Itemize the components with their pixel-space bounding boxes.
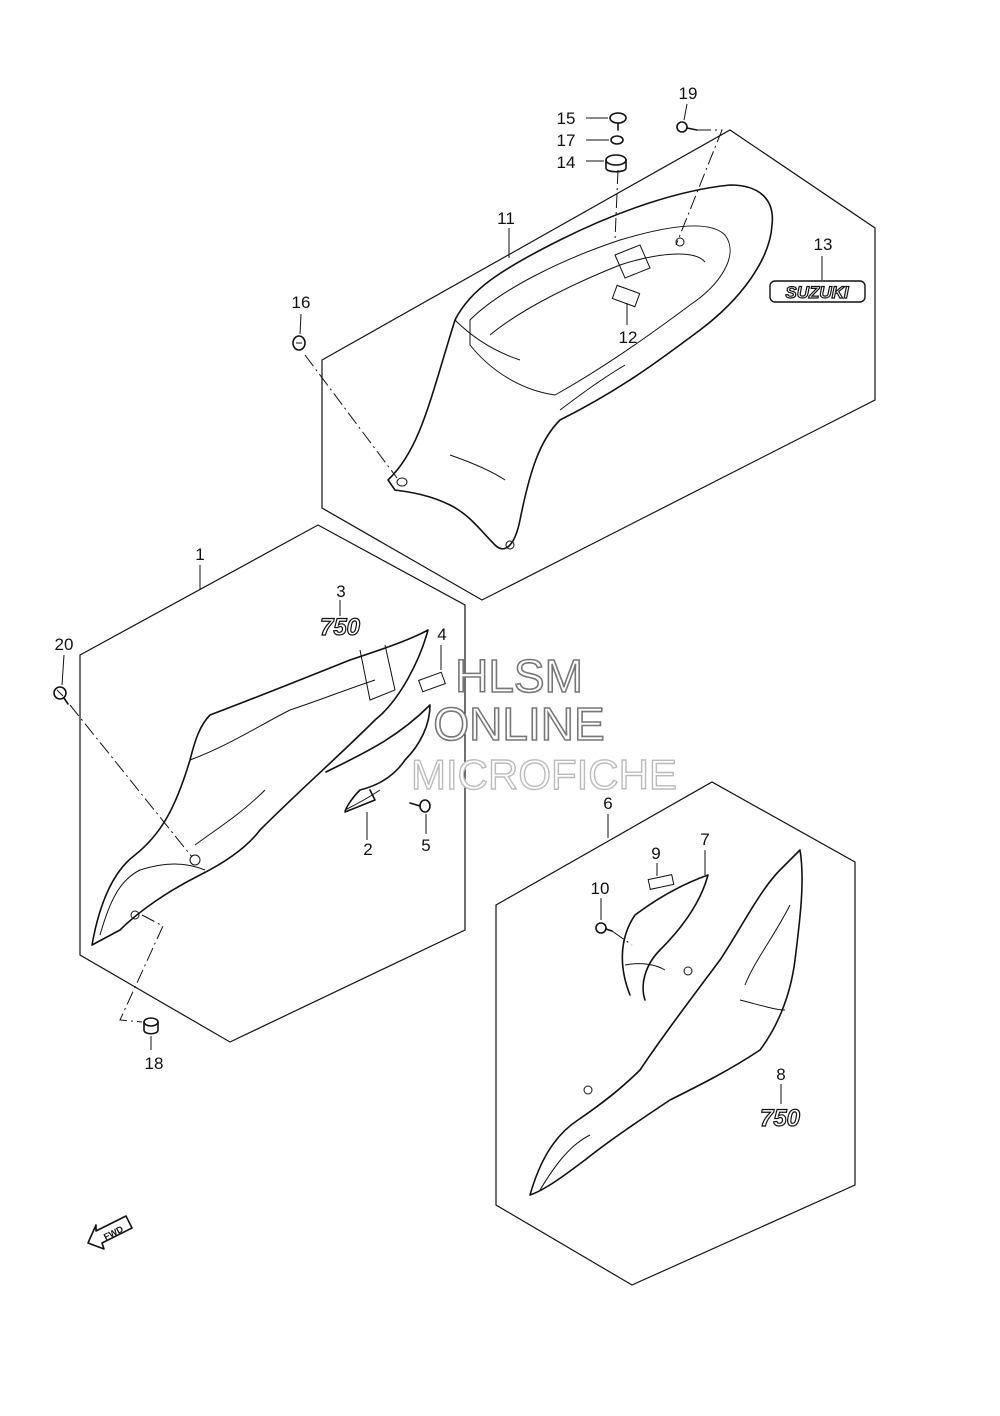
watermark-line-2: ONLINE [433, 698, 604, 750]
leader-lines [61, 103, 823, 1104]
right-cover-group-box [495, 781, 856, 1286]
callout-5: 5 [421, 836, 430, 855]
emblem-750-right-text: 750 [760, 1105, 801, 1132]
callout-11: 11 [497, 209, 515, 228]
callout-7: 7 [700, 830, 709, 849]
forward-direction-arrow: FWD [87, 1215, 133, 1250]
callout-10: 10 [591, 879, 610, 898]
right-cover-bracket [621, 874, 709, 1001]
emblem-750-right: 750 [759, 1104, 801, 1132]
callout-18: 18 [145, 1054, 164, 1073]
assembly-lines [69, 129, 723, 1023]
watermark-line-3: MICROFICHE [411, 751, 677, 798]
emblem-750-left-text: 750 [320, 614, 361, 641]
screw-10-icon [595, 922, 613, 934]
screw-5-icon [409, 799, 431, 813]
watermark: HLSM ONLINE MICROFICHE [410, 649, 677, 799]
callout-4: 4 [437, 625, 446, 644]
callout-20: 20 [55, 635, 74, 654]
right-frame-cover [529, 849, 803, 1196]
nut-16-icon [292, 335, 306, 351]
label-4-icon [418, 671, 446, 693]
seat-tail-group-box [321, 129, 876, 601]
callout-9: 9 [651, 844, 660, 863]
callout-14: 14 [557, 153, 576, 172]
callout-2: 2 [363, 840, 372, 859]
callout-3: 3 [336, 582, 345, 601]
washer-17-icon [610, 135, 624, 145]
callout-19: 19 [679, 84, 698, 103]
screw-15-icon [609, 112, 627, 131]
watermark-line-1: HLSM [455, 650, 583, 702]
callout-16: 16 [292, 293, 311, 312]
emblem-750-left: 750 [319, 613, 361, 641]
screw-20-icon [53, 686, 69, 705]
left-cover-group-box [79, 524, 466, 1043]
callout-17: 17 [557, 131, 576, 150]
callout-6: 6 [603, 794, 612, 813]
grommet-18-icon [143, 1017, 159, 1035]
bolt-19-icon [676, 121, 698, 133]
callout-12: 12 [619, 328, 638, 347]
callout-8: 8 [776, 1065, 785, 1084]
callout-numbers: 15 17 14 19 13 12 11 16 1 3 4 2 5 20 6 7… [55, 84, 833, 1084]
callout-13: 13 [814, 235, 833, 254]
callout-15: 15 [557, 109, 576, 128]
grommet-14-icon [605, 154, 627, 173]
seat-tail-cover [387, 184, 774, 550]
callout-1: 1 [195, 545, 204, 564]
left-frame-cover [91, 629, 429, 946]
label-9-icon [647, 874, 675, 890]
left-cover-bracket [325, 704, 431, 813]
suzuki-emblem: SUZUKI [769, 280, 866, 303]
suzuki-emblem-text: SUZUKI [785, 283, 850, 302]
